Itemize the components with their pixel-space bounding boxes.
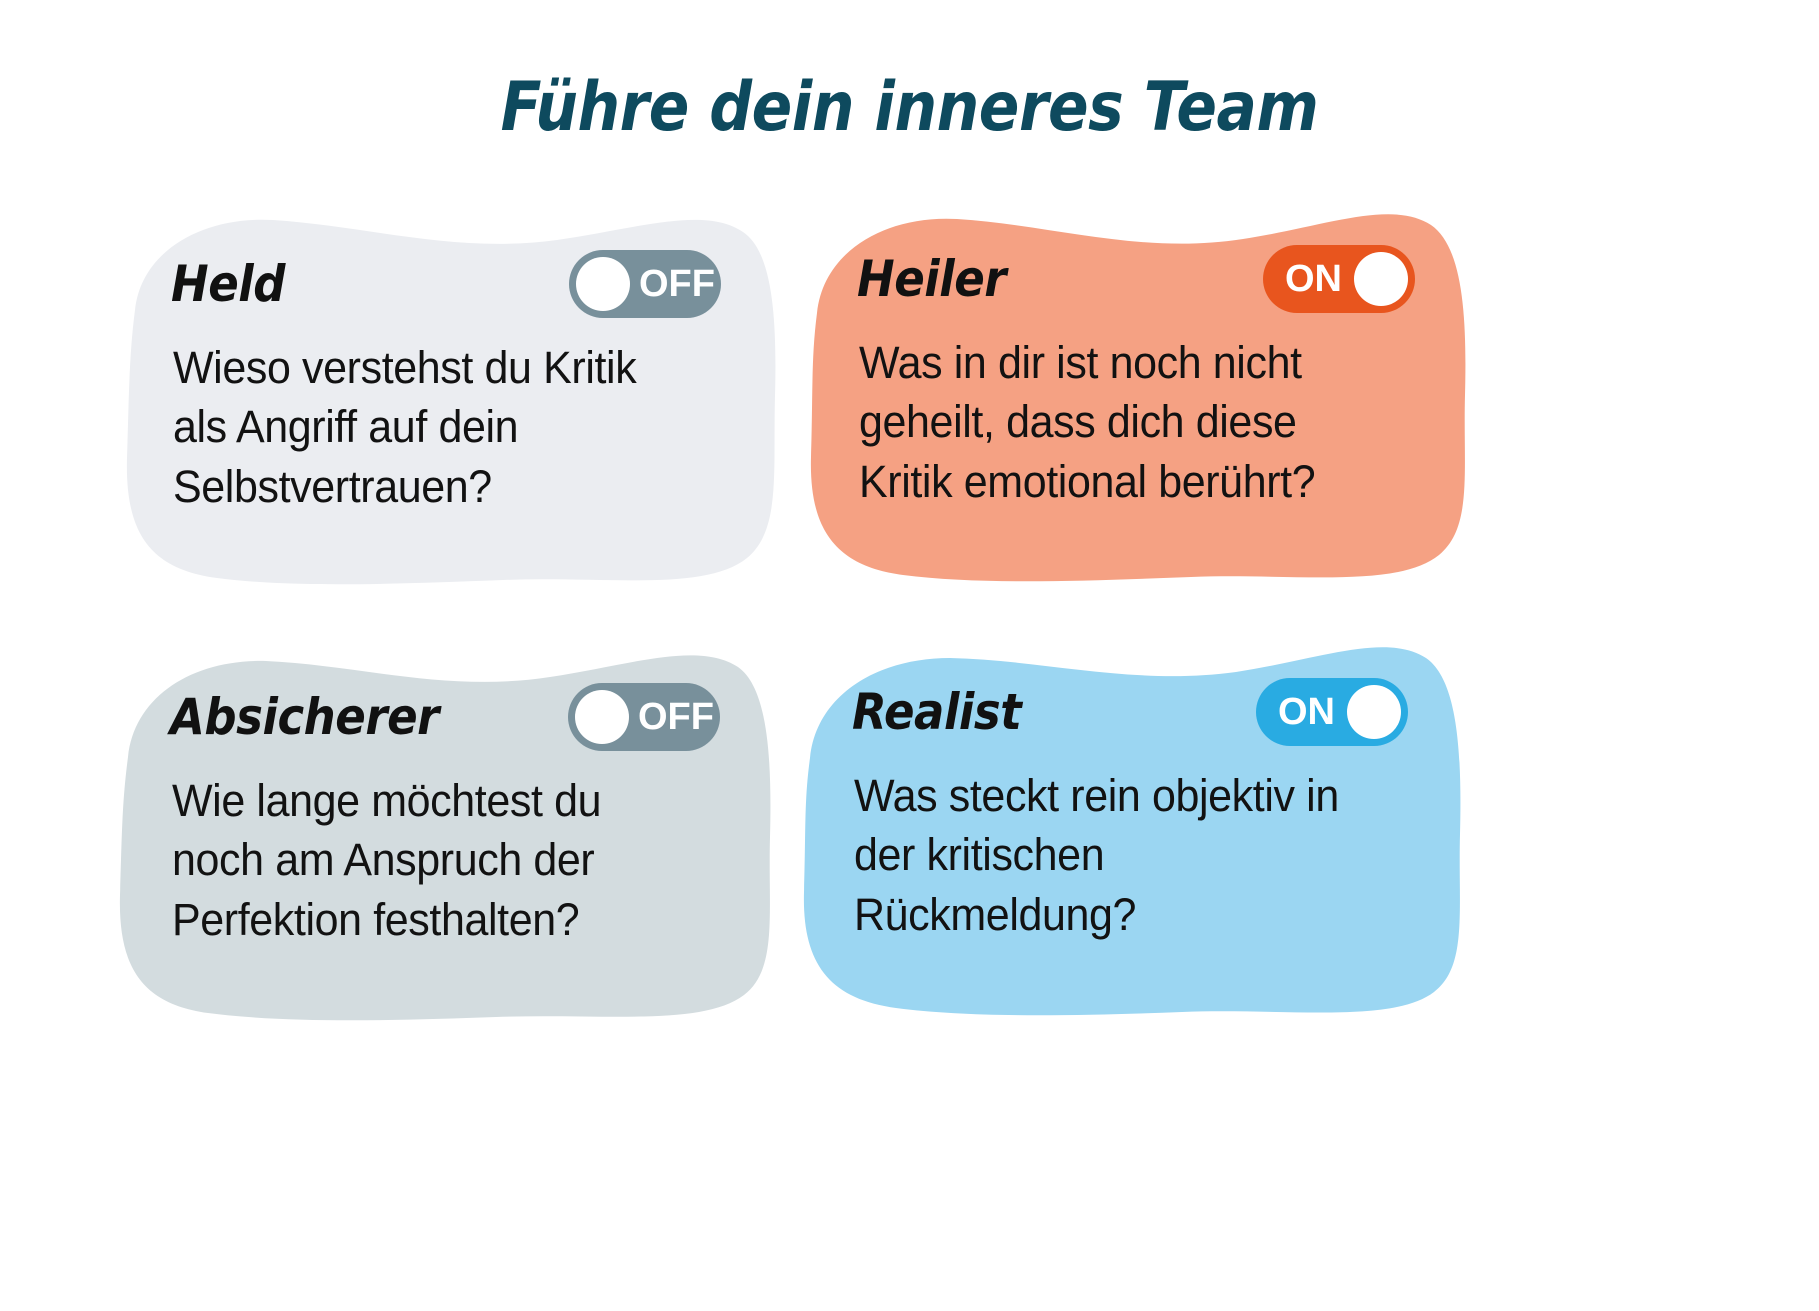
toggle-knob-icon (575, 690, 629, 744)
toggle-knob-icon (1354, 252, 1408, 306)
card-realist-question: Was steckt rein objektiv in der kritisch… (854, 766, 1427, 944)
card-held-title: Held (171, 255, 286, 313)
question-line: Wieso verstehst du Kritik (173, 342, 637, 393)
question-line: Was steckt rein objektiv in (854, 770, 1339, 821)
toggle-absicherer[interactable]: OFF (568, 683, 720, 751)
question-line: Kritik emotional berührt? (859, 455, 1316, 507)
toggle-realist-label: ON (1278, 691, 1335, 733)
card-held: Held OFF Wieso verstehst du Kritik als A… (105, 200, 785, 590)
question-line: Selbstvertrauen? (173, 460, 492, 512)
toggle-knob-icon (576, 257, 630, 311)
toggle-held-label: OFF (639, 263, 715, 305)
card-held-question: Wieso verstehst du Kritik als Angriff au… (173, 338, 727, 516)
question-line: als Angriff auf dein (173, 401, 519, 453)
card-absicherer-header: Absicherer OFF (170, 683, 720, 751)
toggle-absicherer-label: OFF (638, 696, 714, 738)
question-line: Was in dir ist noch nicht (859, 337, 1302, 388)
card-realist: Realist ON Was steckt rein objektiv in d… (790, 630, 1470, 1020)
question-line: geheilt, dass dich diese (859, 396, 1297, 448)
card-heiler-question: Was in dir ist noch nicht geheilt, dass … (859, 333, 1432, 511)
card-heiler-content: Heiler ON Was in dir ist noch nicht gehe… (795, 195, 1475, 585)
card-heiler-title: Heiler (857, 250, 1007, 308)
question-line: noch am Anspruch der (172, 834, 595, 886)
card-absicherer-content: Absicherer OFF Wie lange möchtest du noc… (100, 635, 780, 1025)
toggle-realist[interactable]: ON (1256, 678, 1408, 746)
question-line: Rückmeldung? (854, 888, 1137, 940)
card-heiler-header: Heiler ON (857, 245, 1415, 313)
toggle-held[interactable]: OFF (569, 250, 721, 318)
card-absicherer-question: Wie lange möchtest du noch am Anspruch d… (172, 771, 716, 949)
card-heiler: Heiler ON Was in dir ist noch nicht gehe… (795, 195, 1475, 585)
toggle-heiler-label: ON (1285, 258, 1342, 300)
card-absicherer: Absicherer OFF Wie lange möchtest du noc… (100, 635, 780, 1025)
card-absicherer-title: Absicherer (170, 688, 439, 746)
page-title: Führe dein inneres Team (500, 68, 1319, 147)
card-realist-content: Realist ON Was steckt rein objektiv in d… (790, 630, 1470, 1020)
card-held-header: Held OFF (171, 250, 721, 318)
question-line: Wie lange möchtest du (172, 775, 602, 826)
question-line: Perfektion festhalten? (172, 893, 580, 945)
toggle-knob-icon (1347, 685, 1401, 739)
question-line: der kritischen (854, 829, 1105, 881)
card-realist-header: Realist ON (852, 678, 1408, 746)
card-realist-title: Realist (852, 683, 1022, 741)
toggle-heiler[interactable]: ON (1263, 245, 1415, 313)
card-held-content: Held OFF Wieso verstehst du Kritik als A… (105, 200, 785, 590)
